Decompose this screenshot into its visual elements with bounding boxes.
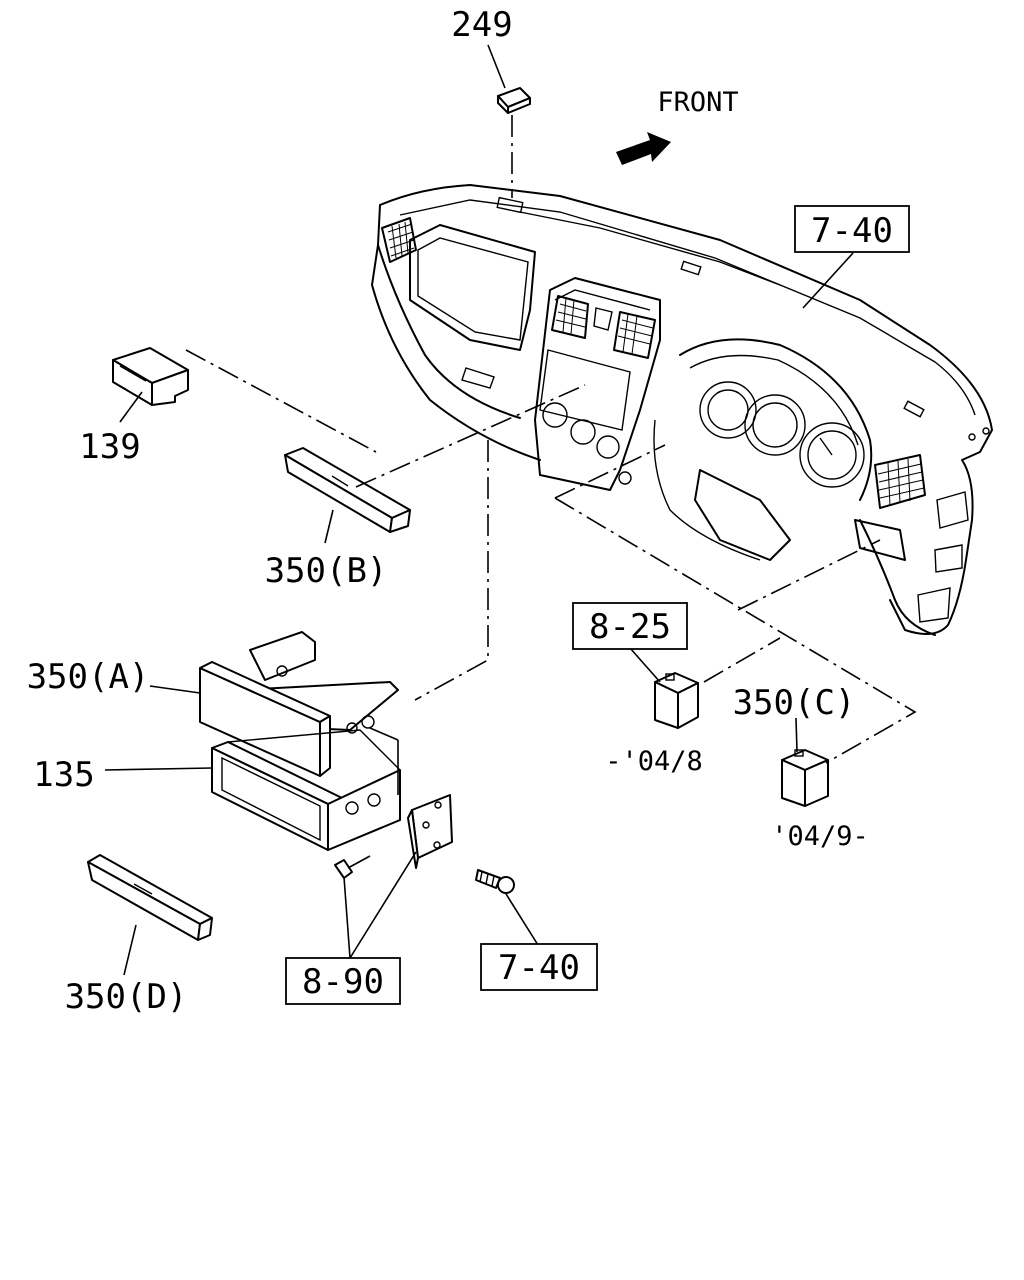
- pocket-part-135: [211, 729, 401, 851]
- reference-8-25: 8-25: [589, 607, 671, 647]
- switch-part-139: [112, 347, 189, 406]
- switch-part-350-c: [781, 749, 829, 807]
- reference-box-8-25: 8-25: [572, 602, 688, 650]
- clip-part-249: [497, 87, 531, 114]
- reference-box-7-40-bottom: 7-40: [480, 943, 598, 991]
- reference-box-7-40-top: 7-40: [794, 205, 910, 253]
- switch-part-8-25: [654, 672, 699, 729]
- reference-box-8-90: 8-90: [285, 957, 401, 1005]
- callout-135: 135: [33, 755, 94, 795]
- reference-7-40-bottom: 7-40: [498, 948, 580, 988]
- screw-8-90: [334, 855, 371, 879]
- cover-part-350-d: [87, 854, 213, 941]
- front-arrow-icon: [616, 132, 671, 165]
- cover-part-350-b: [284, 447, 411, 533]
- callout-249: 249: [451, 5, 512, 45]
- reference-8-90: 8-90: [302, 962, 384, 1002]
- front-label: FRONT: [657, 87, 738, 118]
- date-note-from: '04/9-: [771, 821, 869, 852]
- callout-139: 139: [79, 427, 140, 467]
- callout-350-d: 350(D): [65, 977, 188, 1017]
- leader-lines: [104, 44, 854, 976]
- callout-350-c: 350(C): [733, 683, 856, 723]
- callout-350-a: 350(A): [27, 657, 150, 697]
- date-note-until: -'04/8: [605, 746, 703, 777]
- mounting-bracket: [407, 794, 453, 869]
- bracket-part-350-a: [199, 631, 399, 777]
- reference-7-40-top: 7-40: [811, 211, 893, 251]
- connection-lines: [185, 115, 917, 795]
- instrument-panel-assembly: [371, 184, 993, 636]
- callout-350-b: 350(B): [265, 551, 388, 591]
- bolt-7-40: [475, 869, 515, 894]
